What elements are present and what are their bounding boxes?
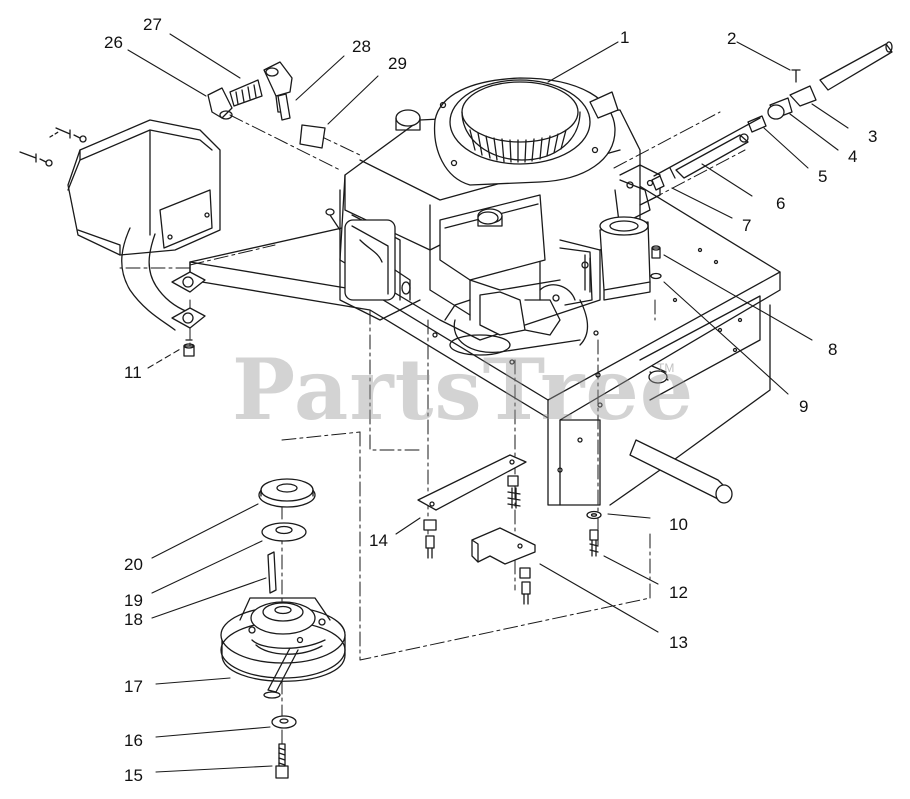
callout-28: 28	[352, 37, 371, 56]
callout-12: 12	[669, 583, 688, 602]
callout-6: 6	[776, 194, 786, 213]
engine-blower-housing	[433, 77, 619, 186]
callout-8: 8	[828, 340, 838, 359]
callout-5: 5	[818, 167, 828, 186]
electric-clutch-17	[220, 597, 346, 699]
callout-29: 29	[388, 54, 407, 73]
bolt-15	[275, 743, 289, 779]
muffler	[19, 119, 221, 331]
deck-bars	[629, 365, 733, 504]
callout-1: 1	[620, 28, 630, 47]
callout-26: 26	[104, 33, 123, 52]
callout-9: 9	[799, 397, 809, 416]
callout-18: 18	[124, 610, 143, 629]
callout-16: 16	[124, 731, 143, 750]
throttle-cable-assembly	[613, 41, 893, 201]
callout-4: 4	[848, 147, 858, 166]
partstree-watermark: PartsTree	[232, 340, 695, 439]
callout-20: 20	[124, 555, 143, 574]
callout-3: 3	[868, 127, 878, 146]
elbow-fittings	[207, 61, 326, 149]
key-18	[267, 551, 277, 594]
callout-2: 2	[727, 29, 737, 48]
bracket-14	[417, 454, 527, 559]
callout-10: 10	[669, 515, 688, 534]
spacer-19	[261, 522, 307, 542]
callout-15: 15	[124, 766, 143, 785]
callout-14: 14	[369, 531, 388, 550]
washer-and-bolt-right	[586, 510, 602, 557]
callout-leaders	[127, 33, 849, 773]
callout-19: 19	[124, 591, 143, 610]
callout-17: 17	[124, 677, 143, 696]
bracket-13	[471, 527, 536, 605]
screw-and-washer-right	[650, 245, 662, 280]
callout-11: 11	[124, 363, 142, 382]
callout-27: 27	[143, 15, 162, 34]
callout-13: 13	[669, 633, 688, 652]
callout-7: 7	[742, 216, 752, 235]
pulley-20	[258, 478, 316, 508]
exhaust-nut	[183, 339, 195, 357]
trademark-symbol: TM	[657, 361, 675, 375]
washer-16	[271, 715, 297, 729]
